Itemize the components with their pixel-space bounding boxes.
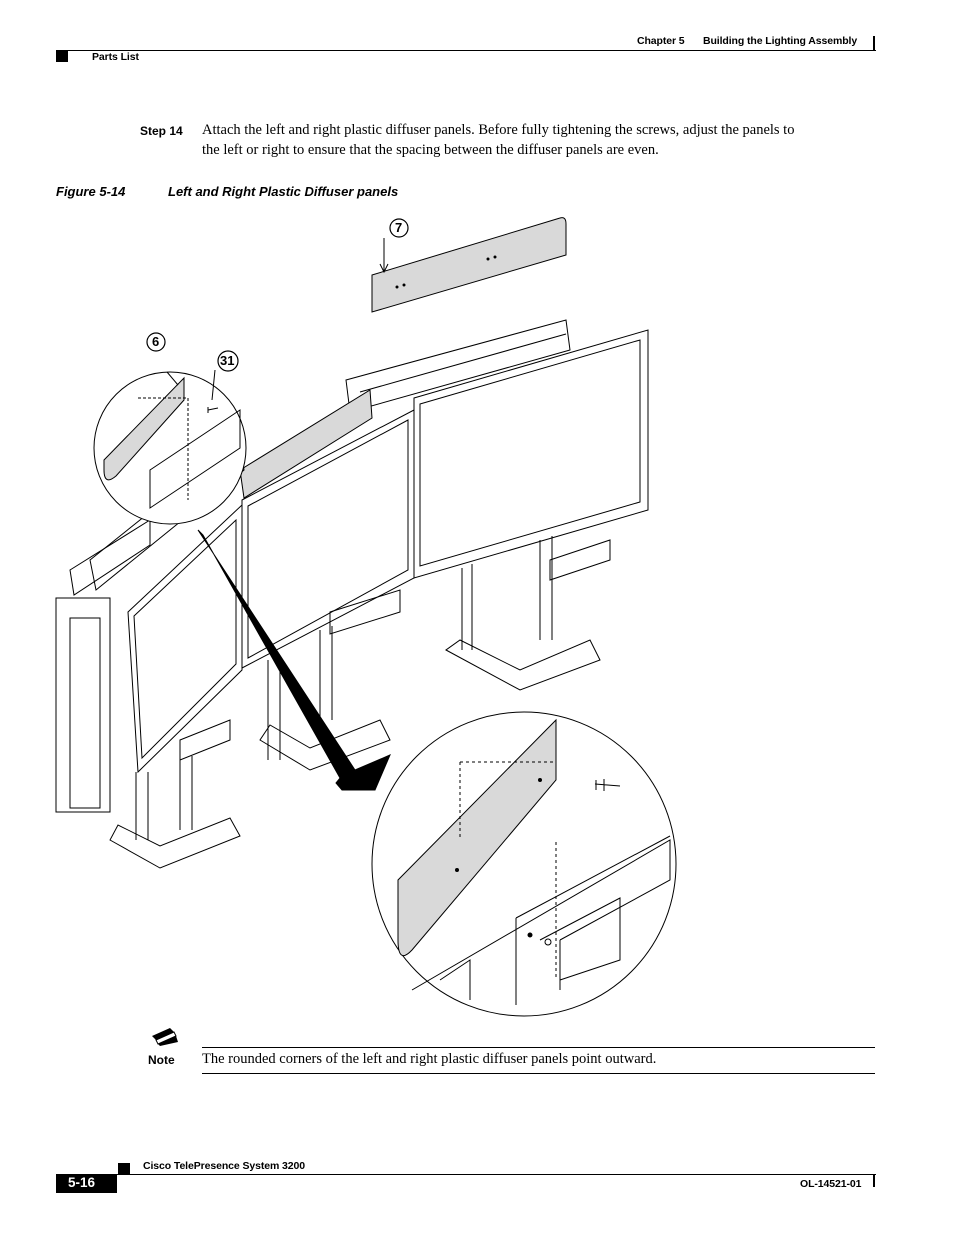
header-chapter: Chapter 5 (637, 35, 685, 47)
footer-page-number (56, 1175, 117, 1193)
footer-doc-id: OL-14521-01 (800, 1178, 862, 1190)
note-top-rule (202, 1047, 875, 1048)
footer-product: Cisco TelePresence System 3200 (143, 1160, 305, 1172)
pencil-note-icon (152, 1028, 178, 1046)
header-right-bar (873, 36, 875, 51)
callout-31: 31 (220, 353, 235, 368)
footer-rule (56, 1174, 876, 1175)
footer-right-bar (873, 1175, 875, 1187)
callout-7: 7 (395, 220, 403, 235)
step-text-line1: Attach the left and right plastic diffus… (202, 122, 795, 138)
header-square (56, 51, 68, 62)
footer-page-number-text: 5-16 (68, 1175, 96, 1190)
header-chapter-title: Building the Lighting Assembly (703, 35, 858, 47)
header-section: Parts List (92, 51, 139, 63)
note-label: Note (148, 1053, 175, 1067)
note-text: The rounded corners of the left and righ… (202, 1051, 657, 1067)
callout-circles (146, 218, 409, 372)
callout-6: 6 (152, 334, 160, 349)
note-bottom-rule (202, 1073, 875, 1074)
footer-square (118, 1163, 130, 1174)
header-rule (56, 50, 876, 51)
figure-number: Figure 5-14 (56, 184, 126, 199)
step-label: Step 14 (140, 124, 183, 138)
step-text-line2: the left or right to ensure that the spa… (202, 142, 659, 158)
figure-caption: Left and Right Plastic Diffuser panels (168, 184, 399, 199)
